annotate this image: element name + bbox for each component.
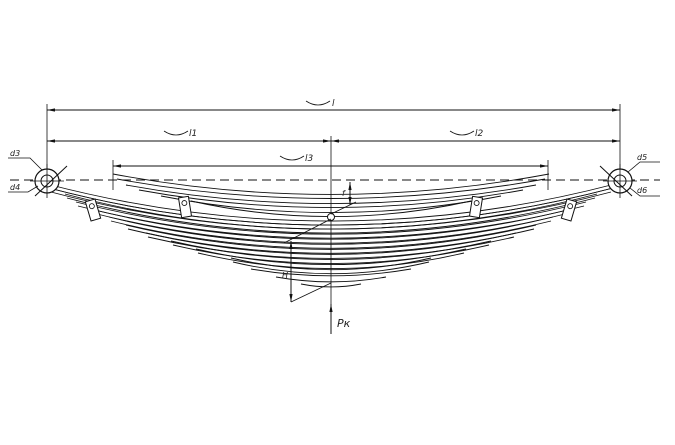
clamp-2 bbox=[177, 195, 193, 219]
clamps bbox=[84, 195, 578, 222]
right-eye-outer-label: d5 bbox=[637, 153, 647, 162]
main-leaf-4 bbox=[75, 201, 587, 235]
main-leaf-5 bbox=[90, 208, 572, 240]
left-length-label: l1 bbox=[189, 129, 197, 139]
main-leaf-9 bbox=[170, 240, 492, 260]
main-leaf-11 bbox=[230, 257, 432, 271]
main-leaf-11-lower-edge bbox=[232, 261, 430, 275]
load-label: Pк bbox=[337, 317, 351, 330]
dimension-labels: l l1 l2 l3 bbox=[163, 99, 484, 164]
main-leaf-3 bbox=[64, 193, 598, 230]
helper-leaf-1 bbox=[112, 173, 550, 195]
helper-leaf-5 bbox=[160, 195, 502, 213]
main-leaf-10-lower-edge bbox=[197, 252, 465, 269]
main-leaf-6 bbox=[108, 216, 554, 245]
main-leaf-5-lower-edge bbox=[92, 212, 570, 244]
short-leaf-1 bbox=[250, 268, 412, 277]
helper-leaf-3 bbox=[125, 184, 537, 204]
camber-dimension: f bbox=[330, 182, 357, 215]
main-leaf-8 bbox=[145, 232, 517, 255]
camber-label: f bbox=[342, 189, 346, 198]
main-leaf-2 bbox=[48, 187, 614, 226]
helper-leaf-2 bbox=[116, 178, 546, 199]
height-dimension: H bbox=[282, 218, 332, 303]
total-length-label: l bbox=[332, 99, 335, 109]
main-leaf-6-lower-edge bbox=[110, 220, 552, 249]
load-arrow: Pк bbox=[329, 304, 351, 334]
clamp-3 bbox=[468, 195, 484, 219]
eye-diameter-labels: d3 d4 d5 d6 bbox=[8, 149, 660, 197]
short-leaf-2 bbox=[275, 276, 387, 283]
main-leaf-3-lower-edge bbox=[66, 197, 596, 234]
right-eye bbox=[599, 164, 637, 198]
short-leaf-3 bbox=[300, 283, 362, 288]
clamp-4 bbox=[560, 198, 578, 222]
right-length-label: l2 bbox=[475, 129, 484, 139]
left-eye-outer-label: d3 bbox=[10, 149, 20, 158]
main-leaf-7 bbox=[125, 224, 537, 250]
main-leaf-10 bbox=[195, 248, 467, 265]
clamp-1 bbox=[84, 198, 102, 222]
center-bolt bbox=[327, 213, 335, 221]
left-eye-inner-label: d4 bbox=[10, 183, 20, 192]
main-leaf-length-label: l3 bbox=[305, 154, 314, 164]
spring-leaves bbox=[46, 173, 616, 288]
helper-leaf-4 bbox=[138, 189, 524, 208]
right-eye-inner-label: d6 bbox=[637, 186, 647, 195]
left-eye bbox=[30, 164, 68, 198]
height-label: H bbox=[282, 271, 288, 280]
